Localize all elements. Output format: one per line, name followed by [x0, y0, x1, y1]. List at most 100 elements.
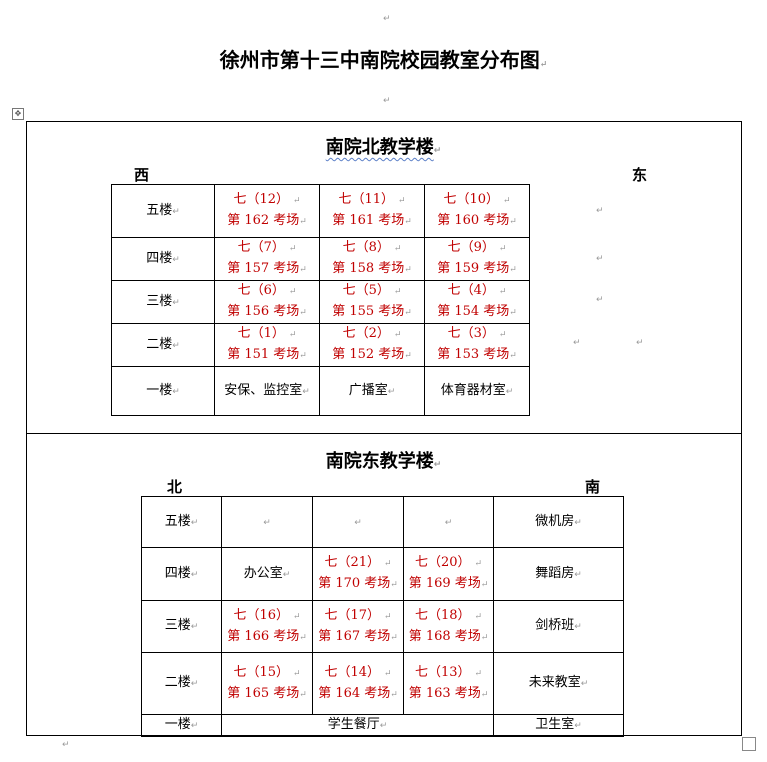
- paragraph-mark: ↵: [393, 330, 402, 340]
- paragraph-mark: ↵: [404, 308, 412, 318]
- paragraph-mark: ↵: [539, 60, 548, 70]
- floor-cell: 四楼↵: [141, 547, 222, 601]
- paragraph-mark: ↵: [387, 386, 396, 397]
- paragraph-mark: ↵: [480, 632, 489, 643]
- paragraph-mark: ↵: [190, 721, 199, 731]
- paragraph-mark: ↵: [393, 244, 402, 254]
- paragraph-mark: ↵: [574, 517, 582, 528]
- paragraph-mark: ↵: [172, 386, 180, 397]
- exam-room-label: 第 157 考场↵: [215, 259, 319, 280]
- room-cell: 七（5）↵第 155 考场↵: [319, 280, 425, 324]
- paragraph-mark: ↵: [505, 386, 514, 397]
- paragraph-mark: ↵: [574, 721, 582, 731]
- floor-label: 一楼: [164, 717, 191, 732]
- floor-label: 三楼: [164, 618, 191, 633]
- room-cell: 七（4）↵第 154 考场↵: [424, 280, 530, 324]
- paragraph-mark: ↵: [302, 386, 310, 397]
- class-name: 七（15）: [233, 664, 289, 680]
- table-move-handle-icon[interactable]: ✥: [12, 108, 24, 120]
- room-cell: 七（12）↵第 162 考场↵: [214, 184, 320, 238]
- paragraph-mark: ↵: [390, 632, 398, 643]
- floor-label: 四楼: [164, 565, 191, 581]
- paragraph-mark: ↵: [498, 244, 507, 254]
- exam-room: 第 155 考场: [332, 304, 405, 319]
- exam-room: 第 169 考场: [408, 576, 481, 591]
- east-label: 东: [632, 166, 648, 184]
- paragraph-mark: ↵: [299, 217, 307, 227]
- paragraph-mark: ↵: [596, 295, 604, 305]
- paragraph-mark: ↵: [390, 580, 398, 590]
- floor-label: 二楼: [146, 336, 173, 352]
- class-label: 七（8）↵: [320, 238, 424, 259]
- title-text: 徐州市第十三中南院校园教室分布图: [219, 48, 540, 72]
- room-name: 学生餐厅: [327, 717, 380, 732]
- room-cell: 七（17）↵第 167 考场↵: [312, 600, 404, 653]
- paragraph-mark: ↵: [62, 740, 70, 750]
- exam-room: 第 161 考场: [332, 213, 405, 228]
- paragraph-mark: ↵: [299, 689, 307, 700]
- exam-room: 第 162 考场: [227, 213, 300, 228]
- floor-label: 五楼: [164, 513, 191, 529]
- class-name: 七（20）: [414, 555, 471, 570]
- floor-cell: 二楼↵: [141, 652, 222, 715]
- room-cell: 体育器材室↵: [424, 366, 530, 416]
- exam-room-label: 第 152 考场↵: [320, 345, 424, 366]
- room-cell: 办公室↵: [221, 547, 313, 601]
- outer-table-divider: [26, 433, 741, 434]
- document-title: 徐州市第十三中南院校园教室分布图↵: [0, 44, 767, 73]
- floor-label: 五楼: [146, 202, 173, 218]
- class-name: 七（2）: [342, 326, 390, 341]
- room-name: 体育器材室: [440, 382, 506, 398]
- paragraph-mark: ↵: [384, 668, 392, 679]
- exam-room: 第 166 考场: [227, 628, 300, 644]
- paragraph-mark: ↵: [288, 244, 297, 254]
- table-row: 一楼↵安保、监控室↵广播室↵体育器材室↵: [111, 366, 530, 416]
- paragraph-mark: ↵: [354, 517, 362, 528]
- exam-room: 第 165 考场: [227, 685, 300, 701]
- exam-room: 第 156 考场: [227, 304, 300, 319]
- class-label: 七（20）↵: [404, 553, 493, 574]
- exam-room-label: 第 166 考场↵: [222, 627, 312, 648]
- east-building-name: 南院东教学楼: [325, 451, 434, 472]
- exam-room-label: 第 151 考场↵: [215, 345, 319, 366]
- room-cell: 未来教室↵: [493, 652, 624, 715]
- paragraph-mark: ↵: [383, 14, 391, 24]
- paragraph-mark: ↵: [509, 217, 517, 227]
- room-cell: 七（2）↵ 第 152 考场↵: [319, 323, 425, 367]
- paragraph-mark: ↵: [299, 632, 307, 643]
- class-name: 七（4）: [447, 283, 495, 298]
- exam-room: 第 151 考场: [227, 347, 300, 362]
- table-row: 四楼↵办公室↵七（21）↵第 170 考场↵七（20）↵第 169 考场↵舞蹈房…: [141, 547, 624, 601]
- exam-room: 第 170 考场: [318, 576, 391, 591]
- exam-room: 第 157 考场: [227, 261, 300, 276]
- room-name: 未来教室: [528, 675, 581, 690]
- exam-room-label: 第 165 考场↵: [222, 684, 312, 705]
- room-cell: 七（10）↵第 160 考场↵: [424, 184, 530, 238]
- room-name: 办公室: [243, 565, 283, 581]
- class-label: 七（18）↵: [404, 606, 493, 627]
- floor-label: 三楼: [146, 293, 173, 309]
- exam-room-label: 第 167 考场↵: [313, 627, 403, 648]
- paragraph-mark: ↵: [573, 338, 581, 348]
- class-label: 七（16）↵: [222, 606, 312, 627]
- floor-cell: 五楼↵: [111, 184, 215, 238]
- paragraph-mark: ↵: [404, 265, 412, 275]
- room-cell: 卫生室↵: [493, 714, 624, 737]
- room-cell: 七（13）↵第 163 考场↵: [403, 652, 494, 715]
- paragraph-mark: ↵: [172, 206, 180, 217]
- room-cell: 七（7）↵第 157 考场↵: [214, 237, 320, 281]
- table-row: 一楼↵学生餐厅↵卫生室↵: [141, 714, 624, 737]
- paragraph-mark: ↵: [172, 340, 180, 351]
- floor-label: 一楼: [146, 382, 173, 398]
- paragraph-mark: ↵: [390, 689, 398, 700]
- floor-cell: 一楼↵: [141, 714, 222, 737]
- paragraph-mark: ↵: [190, 517, 199, 528]
- paragraph-mark: ↵: [172, 297, 180, 308]
- south-label: 南: [585, 478, 601, 496]
- floor-cell: 五楼↵: [141, 496, 222, 548]
- class-label: 七（1）↵: [215, 324, 319, 345]
- class-label: 七（4）↵: [425, 281, 529, 302]
- north-building-table: 五楼↵七（12）↵第 162 考场↵七（11）↵第 161 考场↵七（10）↵第…: [111, 184, 530, 416]
- paragraph-mark: ↵: [444, 517, 453, 528]
- exam-room-label: 第 159 考场↵: [425, 259, 529, 280]
